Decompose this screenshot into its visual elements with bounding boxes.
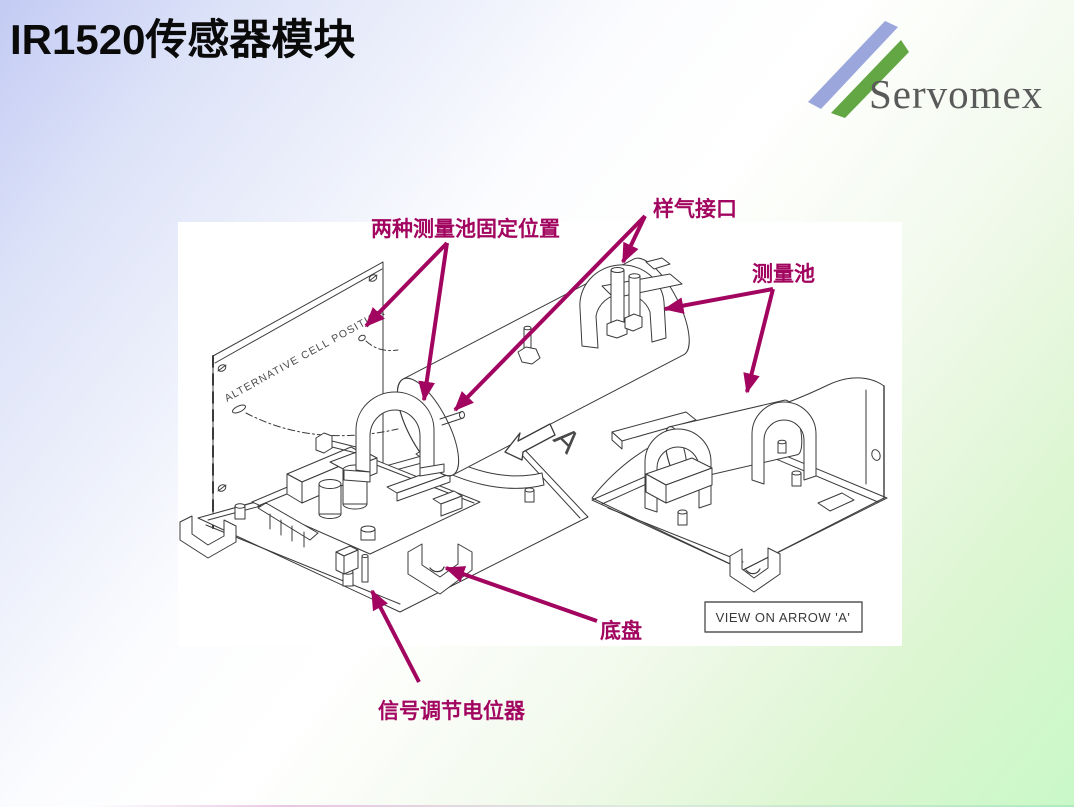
view-label-box xyxy=(704,601,863,633)
logo-brand-text: Servomex xyxy=(869,71,1044,117)
logo-stripes-icon xyxy=(808,21,909,118)
label-cell-positions: 两种测量池固定位置 xyxy=(371,217,560,241)
view-label: VIEW ON ARROW 'A' xyxy=(716,610,851,625)
servomex-logo: Servomex xyxy=(805,12,1070,122)
logo-green-stripe xyxy=(831,40,909,118)
logo-blue-stripe xyxy=(808,21,898,109)
potentiometer xyxy=(335,545,369,583)
cell-fixing-rod xyxy=(439,411,465,426)
arrow-letter: A xyxy=(547,419,588,460)
slide-title: IR1520传感器模块 xyxy=(10,16,356,63)
alternative-position-hole xyxy=(358,334,366,342)
label-chassis: 底盘 xyxy=(600,619,642,643)
clamp-bolt xyxy=(315,432,333,454)
view-on-arrow-a: VIEW ON ARROW 'A' xyxy=(591,377,888,633)
label-gas-ports: 样气接口 xyxy=(653,197,737,221)
label-cell: 测量池 xyxy=(752,262,815,286)
bottom-edge-line xyxy=(90,805,1074,807)
label-potentiometer: 信号调节电位器 xyxy=(378,699,525,723)
